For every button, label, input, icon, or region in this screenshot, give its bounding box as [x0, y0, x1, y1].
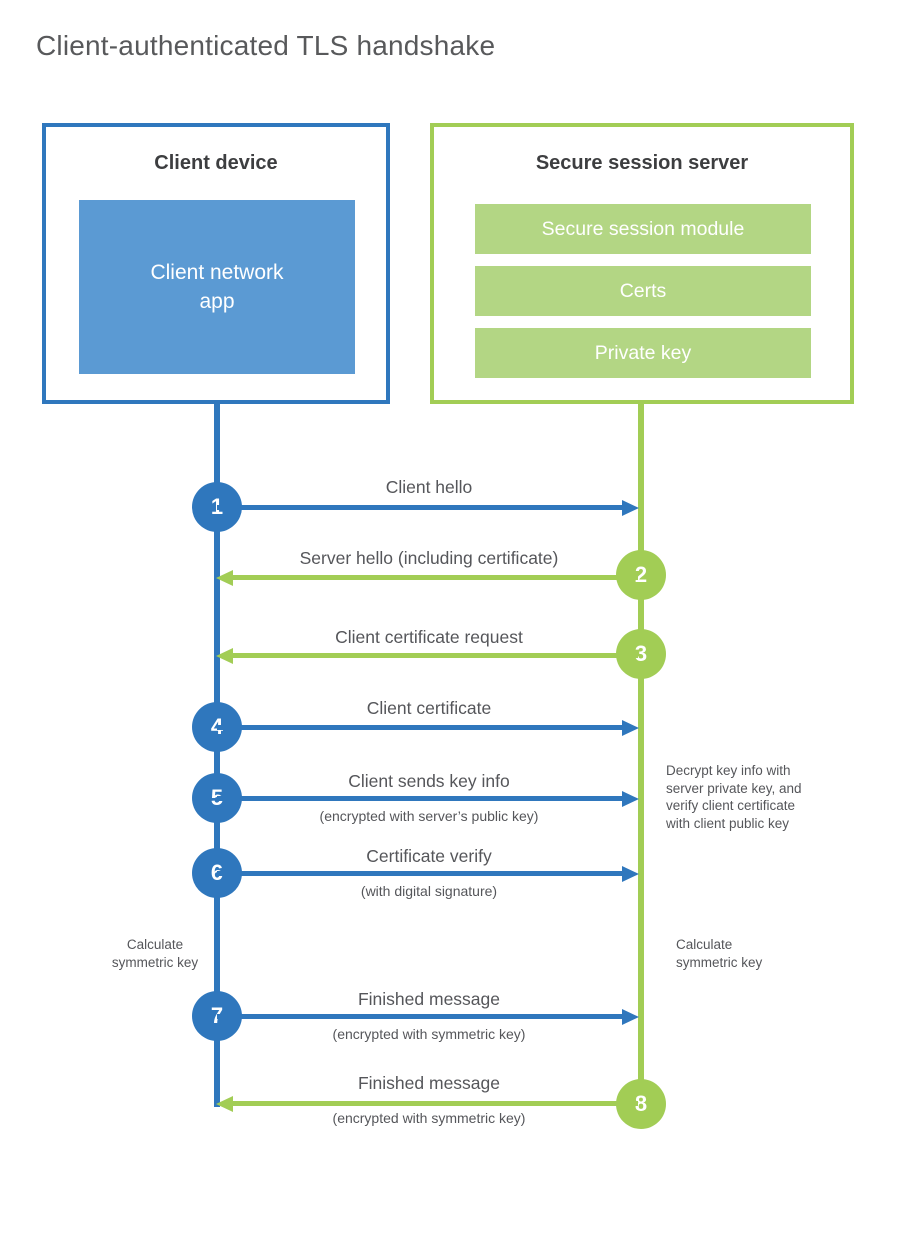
step-7-arrow-client-to-server	[217, 1008, 639, 1025]
arrow-shaft	[217, 796, 624, 801]
step-4-label: Client certificate	[366, 698, 492, 718]
arrow-shaft	[231, 575, 638, 580]
page-title: Client-authenticated TLS handshake	[36, 30, 496, 61]
arrowhead-right-icon	[622, 719, 639, 736]
step-6-label: Certificate verify	[366, 846, 492, 866]
server-lifeline	[638, 403, 644, 1104]
secure-session-server-box: Secure session server Secure session mod…	[430, 123, 854, 404]
arrow-shaft	[231, 1101, 638, 1106]
step-4-arrow-client-to-server	[217, 719, 639, 736]
calculate-symmetric-key-client-note: Calculate symmetric key	[111, 937, 199, 970]
step-2-number: 2	[634, 562, 648, 587]
arrowhead-right-icon	[622, 790, 639, 807]
step-7-sublabel: (encrypted with symmetric key)	[332, 1026, 526, 1042]
step-6-arrow-client-to-server	[217, 865, 639, 882]
secure-session-server-title: Secure session server	[535, 152, 749, 174]
step-7-label: Finished message	[357, 989, 501, 1009]
step-3-number: 3	[634, 641, 648, 666]
server-module-certs: Certs	[475, 266, 811, 316]
arrow-shaft	[217, 871, 624, 876]
step-8-sublabel: (encrypted with symmetric key)	[332, 1110, 526, 1126]
step-8-arrow-server-to-client	[216, 1095, 638, 1112]
step-1-label: Client hello	[385, 477, 473, 497]
step-8-label: Finished message	[357, 1073, 501, 1093]
server-module-private-key: Private key	[475, 328, 811, 378]
arrow-shaft	[217, 505, 624, 510]
client-network-app-block: Client network app	[79, 200, 355, 374]
arrowhead-right-icon	[622, 1008, 639, 1025]
step-3-arrow-server-to-client	[216, 647, 638, 664]
arrow-shaft	[217, 725, 624, 730]
arrow-shaft	[231, 653, 638, 658]
client-device-box: Client device Client network app	[42, 123, 390, 404]
arrow-shaft	[217, 1014, 624, 1019]
decrypt-key-info-note: Decrypt key info with server private key…	[666, 763, 802, 831]
step-3-badge: 3	[616, 629, 666, 679]
arrowhead-right-icon	[622, 865, 639, 882]
step-1-arrow-client-to-server	[217, 499, 639, 516]
step-5-arrow-client-to-server	[217, 790, 639, 807]
client-device-title: Client device	[154, 152, 278, 174]
arrowhead-right-icon	[622, 499, 639, 516]
step-8-number: 8	[634, 1091, 648, 1116]
step-3-label: Client certificate request	[335, 627, 523, 647]
arrowhead-left-icon	[216, 1095, 233, 1112]
step-2-label: Server hello (including certificate)	[299, 548, 559, 568]
step-6-sublabel: (with digital signature)	[360, 883, 498, 899]
arrowhead-left-icon	[216, 569, 233, 586]
client-lifeline	[214, 403, 220, 1107]
server-module-secure-session: Secure session module	[475, 204, 811, 254]
arrowhead-left-icon	[216, 647, 233, 664]
step-5-sublabel: (encrypted with server’s public key)	[319, 808, 539, 824]
step-5-label: Client sends key info	[348, 771, 510, 791]
calculate-symmetric-key-server-note: Calculate symmetric key	[676, 937, 763, 970]
step-2-arrow-server-to-client	[216, 569, 638, 586]
